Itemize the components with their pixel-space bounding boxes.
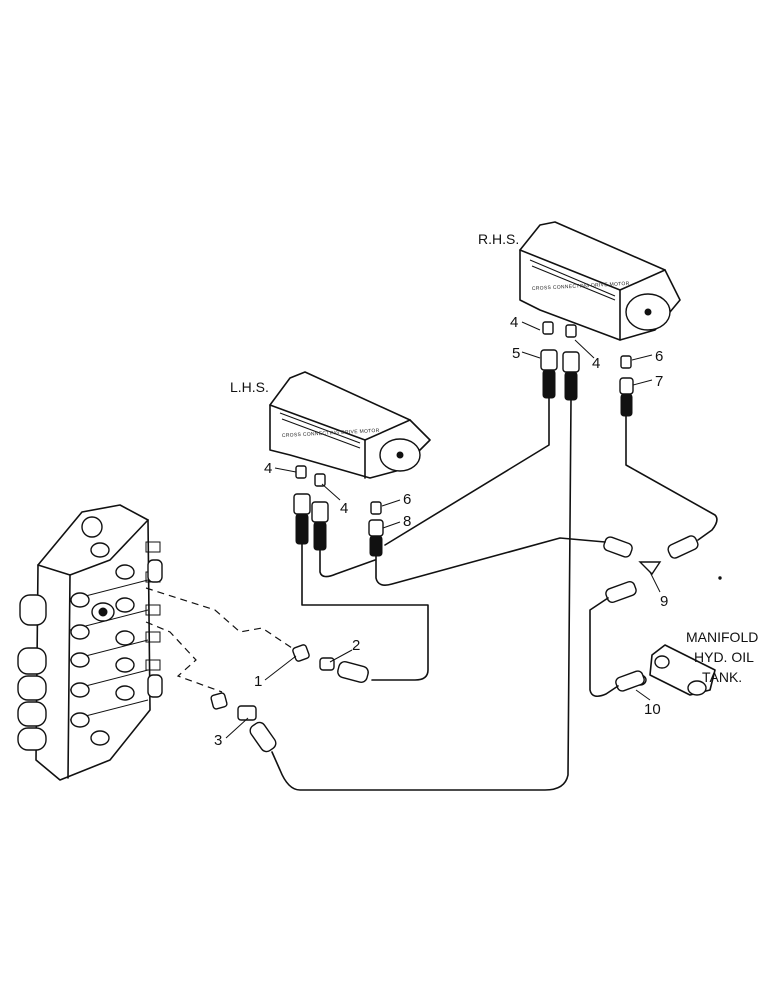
manifold-label: MANIFOLD — [686, 629, 758, 645]
leader-lines — [225, 321, 661, 739]
rhs-drive-motor: CROSS CONNECTING DRIVE MOTOR — [519, 221, 681, 341]
lhs-label: L.H.S. — [230, 379, 269, 395]
control-valve-block — [17, 504, 163, 781]
lhs-drive-motor: CROSS CONNECTING DRIVE MOTOR — [269, 371, 431, 479]
fittings — [210, 321, 699, 753]
pilot-lines-dashed — [145, 587, 299, 693]
callout-6-lhs: 6 — [403, 491, 411, 508]
callout-10: 10 — [644, 701, 661, 718]
callout-9: 9 — [660, 593, 668, 610]
hoses — [271, 397, 718, 791]
callout-2: 2 — [352, 637, 360, 654]
tank-label: TANK. — [702, 669, 742, 685]
callout-3: 3 — [214, 732, 222, 749]
callout-1: 1 — [254, 673, 262, 690]
callout-4-lhs-right: 4 — [340, 500, 348, 517]
rhs-label: R.H.S. — [478, 231, 519, 247]
callout-8: 8 — [403, 513, 411, 530]
callout-6-rhs: 6 — [655, 348, 663, 365]
callout-4-rhs-right: 4 — [592, 355, 600, 372]
rhs-motor-caption: CROSS CONNECTING DRIVE MOTOR — [532, 281, 630, 292]
callout-7: 7 — [655, 373, 663, 390]
callout-4-rhs-left: 4 — [510, 314, 518, 331]
callout-4-lhs-left: 4 — [264, 460, 272, 477]
hyd-oil-label: HYD. OIL — [694, 649, 754, 665]
lhs-motor-caption: CROSS CONNECTING DRIVE MOTOR — [282, 428, 380, 439]
callout-5: 5 — [512, 345, 520, 362]
